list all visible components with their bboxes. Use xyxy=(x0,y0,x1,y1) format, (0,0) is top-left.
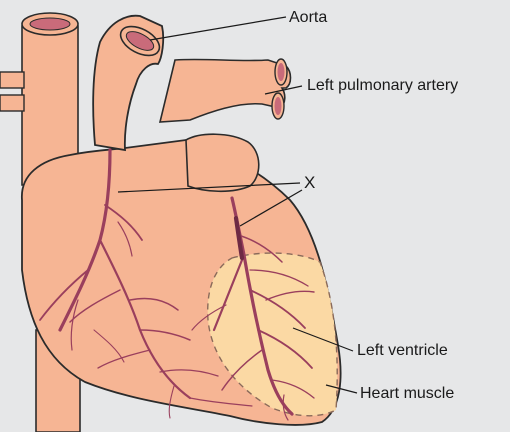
aorta-label: Aorta xyxy=(289,10,327,26)
left-atrium xyxy=(186,134,259,191)
heart-muscle-label: Heart muscle xyxy=(360,386,454,402)
left-pulmonary-artery-label: Left pulmonary artery xyxy=(307,78,458,94)
left-pulmonary-artery xyxy=(160,59,291,122)
left-ventricle-label: Left ventricle xyxy=(357,343,448,359)
aorta xyxy=(93,16,164,150)
x-label: X xyxy=(304,174,315,191)
right-pulmonary-vessels xyxy=(0,72,24,111)
